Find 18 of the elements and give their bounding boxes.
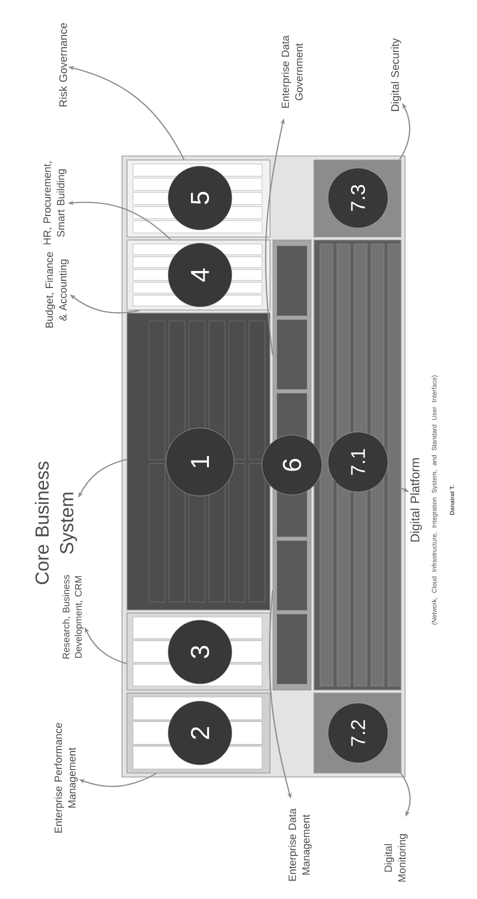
callout-label: Budget, Finance & Accounting — [45, 252, 69, 328]
callout-label: Research, Business Development, CRM — [62, 575, 84, 659]
callout-label: Enterprise Performance Management — [54, 722, 78, 833]
callout-label: HR, Procurement, Smart Building — [44, 162, 66, 244]
number-badge: 5 — [168, 166, 232, 230]
callout-label: Enterprise Data Government — [281, 35, 303, 108]
callout-label: Enterprise Data Management — [288, 808, 312, 881]
callout-label: Risk Governance — [58, 23, 68, 106]
number-badge: 2 — [168, 700, 232, 766]
number-badge: 7.2 — [328, 702, 388, 764]
callout-label: Digital Monitoring — [384, 834, 408, 882]
number-badge: 6 — [262, 434, 322, 496]
number-badge: 7.3 — [328, 168, 388, 228]
number-badge: 1 — [166, 428, 234, 496]
number-badge: 7.1 — [328, 432, 388, 492]
number-badge: 4 — [168, 242, 232, 308]
number-badge: 3 — [168, 620, 232, 684]
callout-label: Digital Security — [390, 38, 402, 111]
